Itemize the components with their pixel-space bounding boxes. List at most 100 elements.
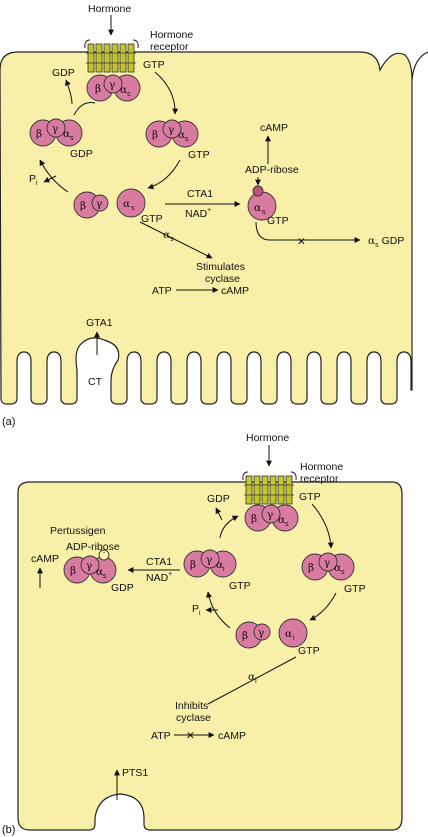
g-protein-trimer-receptor-a: β γ α s <box>86 74 141 102</box>
adp-ribosylated-alpha-s-a: α s <box>247 185 277 221</box>
cyclase-label-b: cyclase <box>176 712 211 724</box>
svg-text:α: α <box>278 514 285 526</box>
svg-text:α: α <box>123 198 130 210</box>
cyclase-label-a: cyclase <box>205 273 240 285</box>
svg-text:γ: γ <box>206 554 212 566</box>
hormone-receptor-a <box>84 39 139 73</box>
gtp-in-a: GTP <box>143 59 165 71</box>
svg-text:s: s <box>70 135 74 142</box>
block-x-b: ✕ <box>186 730 195 742</box>
svg-text:γ: γ <box>96 198 102 210</box>
svg-text:γ: γ <box>258 627 264 639</box>
g-protein-gdp-a: β γ α s <box>29 118 83 147</box>
pts1-label-b: PTS1 <box>122 767 148 779</box>
receptor-label-a-2: receptor <box>150 41 189 53</box>
g-protein-alpha-i-b: β γ α i <box>183 549 237 578</box>
beta-gamma-dimer-a: β γ <box>73 191 109 219</box>
gtp-bound-a-1: GTP <box>188 149 210 161</box>
g-protein-gtp-b: β γ α s <box>301 552 355 581</box>
svg-text:s: s <box>185 136 189 143</box>
adp-ribose-label-b: ADP-ribose <box>66 541 120 553</box>
receptor-label-a: Hormone <box>150 29 193 41</box>
svg-text:α: α <box>178 129 185 141</box>
gdp-released-b: GDP <box>207 493 230 505</box>
svg-text:i: i <box>223 566 225 573</box>
receptor-label-b-2: receptor <box>300 473 339 485</box>
svg-text:s: s <box>103 573 107 580</box>
pi-b: Pi <box>192 603 201 617</box>
gtp-bound-b-3: GTP <box>298 645 320 657</box>
svg-text:γ: γ <box>267 509 273 521</box>
svg-text:γ: γ <box>109 79 115 91</box>
svg-text:i: i <box>293 635 295 642</box>
panel-b: Hormone Hormone receptor β γ α s GTP GDP… <box>2 432 403 836</box>
panel-a-letter: (a) <box>2 416 15 428</box>
svg-text:α: α <box>63 128 70 140</box>
gdp-released-a: GDP <box>52 67 75 79</box>
cta1-label-a: CTA1 <box>187 188 213 200</box>
svg-text:α: α <box>285 628 292 640</box>
inhibits-label-b: Inhibits <box>175 700 208 712</box>
camp-bottom-b: cAMP <box>218 730 246 742</box>
pertussigen-label-b: Pertussigen <box>50 525 106 537</box>
g-protein-gtp-a: β γ α s <box>145 119 199 148</box>
nad-label-b: NAD+ <box>146 571 172 584</box>
pi-a: Pi <box>29 173 38 187</box>
svg-text:γ: γ <box>168 124 174 136</box>
svg-text:γ: γ <box>52 123 58 135</box>
gtp-bound-a-3: GTP <box>267 215 289 227</box>
svg-text:α: α <box>254 202 261 214</box>
svg-text:β: β <box>80 200 86 212</box>
atp-label-b: ATP <box>151 730 171 742</box>
gtp-bound-b-1: GTP <box>344 583 366 595</box>
svg-text:s: s <box>131 205 135 212</box>
stimulates-label-a: Stimulates <box>196 261 245 273</box>
block-x-a: ✕ <box>297 236 306 248</box>
alpha-s-free-a: αs <box>163 229 174 243</box>
hormone-label-b: Hormone <box>246 432 289 444</box>
svg-text:s: s <box>262 209 266 216</box>
ct-label-a: CT <box>88 376 103 388</box>
adp-ribosylated-trimer-b: β γ α s <box>63 549 117 584</box>
svg-text:β: β <box>152 129 158 141</box>
cell-a <box>0 51 413 405</box>
svg-text:α: α <box>96 566 103 578</box>
svg-text:β: β <box>251 513 257 525</box>
gtp-in-b: GTP <box>299 491 321 503</box>
gdp-bound-b: GDP <box>111 582 134 594</box>
gdp-bound-a: GDP <box>70 148 93 160</box>
adp-ribose-label-a: ADP-ribose <box>245 164 299 176</box>
atp-label-a: ATP <box>152 285 172 297</box>
panel-a: Hormone Hormone receptor β γ α s GDP GTP… <box>0 3 428 428</box>
svg-text:β: β <box>95 83 101 95</box>
camp-bottom-a: cAMP <box>221 285 249 297</box>
svg-text:s: s <box>285 521 289 528</box>
svg-text:β: β <box>308 562 314 574</box>
g-protein-trimer-receptor-b: β γ α s <box>244 504 299 532</box>
camp-top-a: cAMP <box>260 122 288 134</box>
hormone-receptor-b <box>242 471 297 505</box>
gtp-bound-b-2: GTP <box>229 580 251 592</box>
svg-text:β: β <box>242 630 248 642</box>
gta1-label-a: GTA1 <box>86 317 113 329</box>
alpha-i-gtp-b: α i <box>278 618 308 648</box>
svg-text:s: s <box>341 569 345 576</box>
svg-text:γ: γ <box>324 557 330 569</box>
receptor-label-b: Hormone <box>300 461 343 473</box>
alpha-s-gtp-a: α s <box>116 188 146 218</box>
panel-b-letter: (b) <box>2 824 15 836</box>
beta-gamma-dimer-b: β γ <box>235 621 271 649</box>
svg-text:β: β <box>190 559 196 571</box>
hormone-label-a: Hormone <box>88 3 131 15</box>
camp-b: cAMP <box>31 553 59 565</box>
svg-text:α: α <box>120 84 127 96</box>
svg-text:α: α <box>334 562 341 574</box>
svg-text:s: s <box>127 91 131 98</box>
gtp-bound-a-2: GTP <box>141 213 163 225</box>
cta1-label-b: CTA1 <box>146 556 172 568</box>
svg-text:γ: γ <box>86 560 92 572</box>
svg-text:α: α <box>216 559 223 571</box>
nad-label-a: NAD+ <box>185 207 211 220</box>
